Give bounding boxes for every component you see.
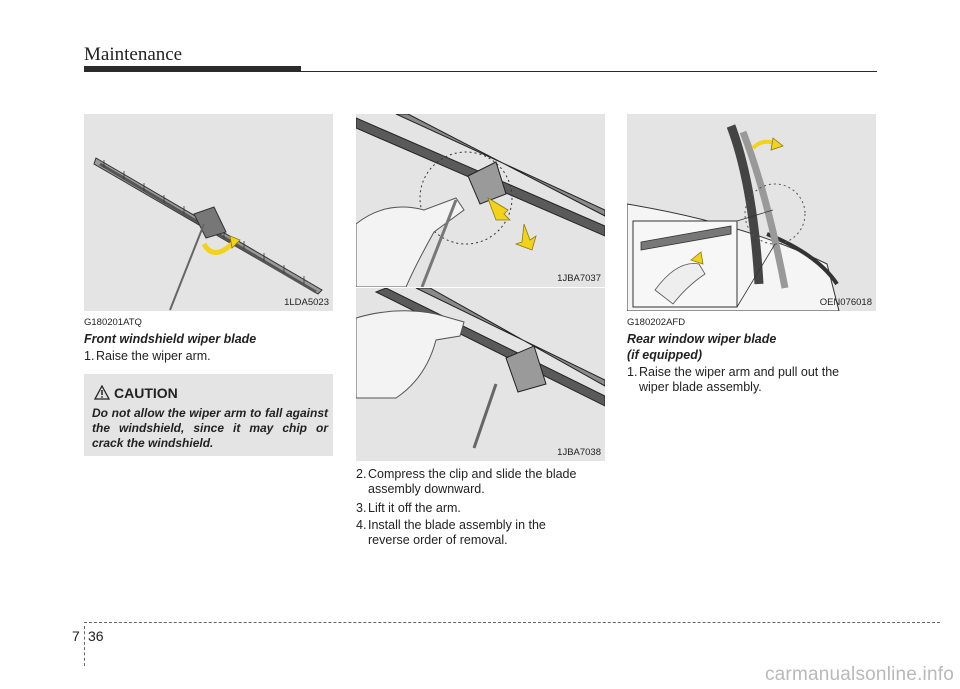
step-number: 3. <box>356 501 367 515</box>
front-step-1: 1.Raise the wiper arm. <box>84 349 211 364</box>
figure-code: 1JBA7038 <box>557 447 601 458</box>
front-section-code: G180201ATQ <box>84 317 142 328</box>
middle-step-2: 2.Compress the clip and slide the blade … <box>356 467 606 497</box>
page-chapter-number: 7 <box>72 628 80 644</box>
rear-step-1: 1.Raise the wiper arm and pull out the w… <box>627 365 879 395</box>
rear-title-line-2: (if equipped) <box>627 348 702 362</box>
step-text: Install the blade assembly in the <box>368 518 546 532</box>
figure-lift-blade: 1JBA7038 <box>356 288 605 461</box>
step-text: Raise the wiper arm and pull out the <box>639 365 840 379</box>
figure-code: 1JBA7037 <box>557 273 601 284</box>
step-text-continued: wiper blade assembly. <box>639 380 762 394</box>
figure-front-wiper: 1LDA5023 <box>84 114 333 311</box>
step-text: Compress the clip and slide the blade <box>368 467 577 481</box>
step-number: 4. <box>356 518 367 532</box>
front-wiper-illustration <box>93 157 323 311</box>
lift-blade-illustration <box>356 288 605 449</box>
header-accent-bar <box>84 66 301 72</box>
caution-box: CAUTION Do not allow the wiper arm to fa… <box>84 374 333 456</box>
front-section-title: Front windshield wiper blade <box>84 332 257 346</box>
step-text-continued: reverse order of removal. <box>368 533 508 547</box>
step-text-continued: assembly downward. <box>368 482 485 496</box>
page-number: 36 <box>88 628 104 644</box>
header-rule <box>84 71 877 72</box>
caution-text: Do not allow the wiper arm to fall again… <box>92 406 328 450</box>
step-number: 1. <box>84 349 95 363</box>
rear-wiper-illustration <box>627 124 840 311</box>
step-number: 2. <box>356 467 367 481</box>
warning-triangle-icon <box>94 385 110 400</box>
step-number: 1. <box>627 365 638 379</box>
rear-section-title: Rear window wiper blade (if equipped) <box>627 331 776 363</box>
page-header-title: Maintenance <box>84 44 183 65</box>
footer-vertical-rule <box>84 626 85 666</box>
step-text: Lift it off the arm. <box>368 501 461 515</box>
middle-step-4: 4.Install the blade assembly in the reve… <box>356 518 606 548</box>
figure-compress-clip: 1JBA7037 <box>356 114 605 287</box>
rear-section-code: G180202AFD <box>627 317 686 328</box>
footer-rule <box>84 622 940 623</box>
middle-step-3: 3.Lift it off the arm. <box>356 501 606 516</box>
caution-title: CAUTION <box>114 385 178 401</box>
compress-clip-illustration <box>356 114 605 287</box>
step-text: Raise the wiper arm. <box>96 349 211 363</box>
rear-title-line-1: Rear window wiper blade <box>627 332 777 346</box>
figure-rear-wiper: OEN076018 <box>627 114 876 311</box>
figure-code: OEN076018 <box>819 297 872 308</box>
watermark: carmanualsonline.info <box>764 664 954 685</box>
figure-code: 1LDA5023 <box>284 297 329 308</box>
